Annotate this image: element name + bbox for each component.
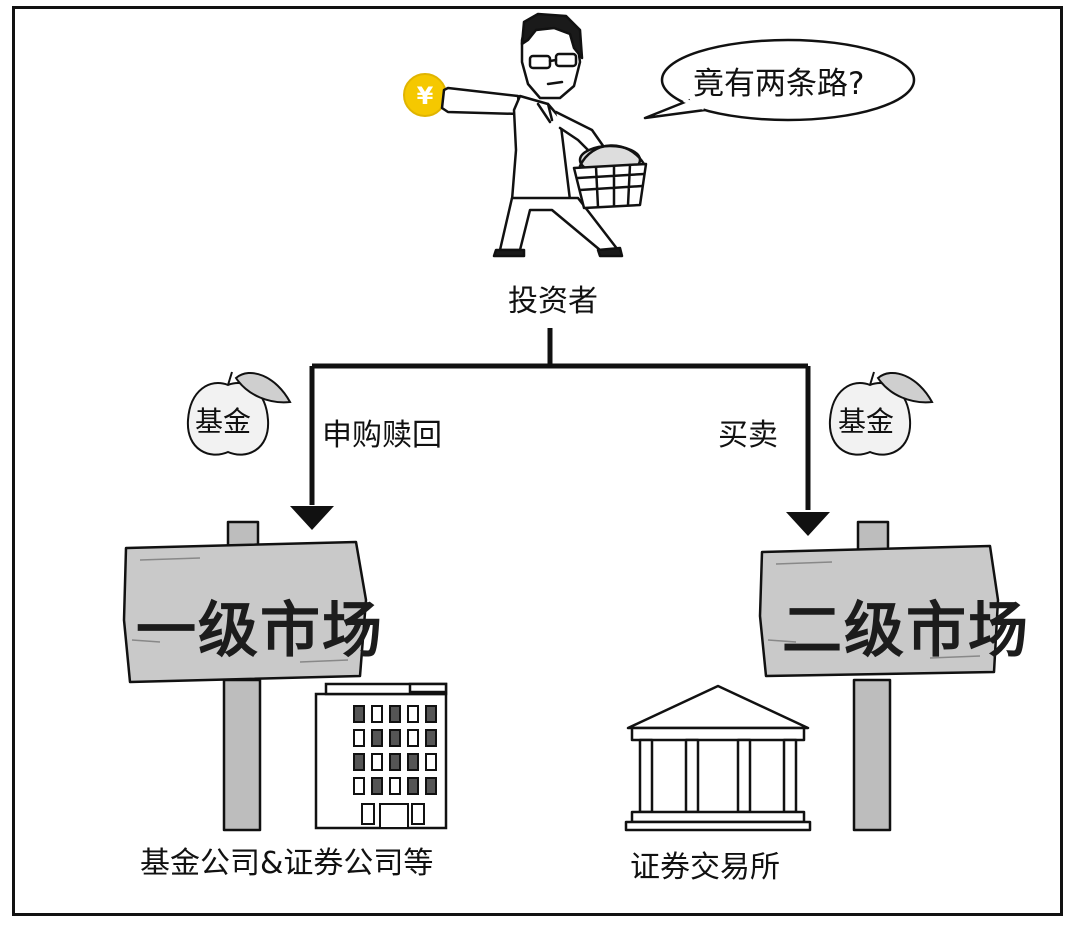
office-building-icon xyxy=(314,682,448,830)
coin-icon: ¥ xyxy=(403,73,447,117)
speech-bubble-text: 竟有两条路? xyxy=(693,66,865,102)
speech-bubble xyxy=(643,38,916,122)
left-fund-label: 基金 xyxy=(195,405,252,438)
secondary-market-label: 二级市场 xyxy=(782,596,1030,666)
left-arrow-head xyxy=(290,506,334,530)
primary-market-label: 一级市场 xyxy=(136,596,384,666)
secondary-institution-label: 证券交易所 xyxy=(630,850,780,885)
investor-figure: ¥ xyxy=(403,12,648,258)
apple-icon xyxy=(186,371,292,456)
svg-text:¥: ¥ xyxy=(417,82,434,110)
investor-label: 投资者 xyxy=(508,284,598,319)
flow-connector xyxy=(309,328,811,510)
right-arrow-head xyxy=(786,512,830,536)
primary-institution-label: 基金公司&证券公司等 xyxy=(140,846,434,881)
primary-market-signpost xyxy=(122,520,368,832)
basket-icon xyxy=(572,144,648,210)
right-fund-label: 基金 xyxy=(838,405,895,438)
left-route-label: 申购赎回 xyxy=(322,418,442,453)
apple-icon xyxy=(828,371,934,456)
right-route-label: 买卖 xyxy=(718,418,778,453)
exchange-building-icon xyxy=(624,684,812,832)
diagram-frame xyxy=(12,6,1063,916)
secondary-market-signpost xyxy=(758,520,1000,832)
